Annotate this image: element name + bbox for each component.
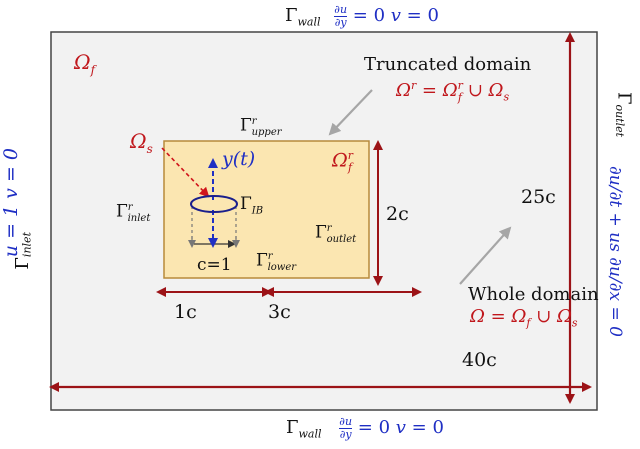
immersed-body [190, 195, 238, 213]
dim-1c-label: 1c [174, 301, 197, 323]
dim-2c-label: 2c [386, 203, 409, 225]
truncated-eq: Ωr = Ωrf ∪ Ωs [396, 79, 510, 104]
gamma-lower-label: Γrlower [256, 250, 297, 274]
whole-pointer-arrow [459, 226, 512, 285]
omega-f-label: Ωf [74, 50, 96, 77]
truncated-pointer-arrow [328, 89, 373, 136]
chord-label: c=1 [197, 255, 232, 275]
gamma-upper-label: Γrupper [240, 115, 282, 139]
bottom-wall-label: Γwall ∂u∂y = 0 v = 0 [286, 415, 444, 441]
gamma-inlet-r-label: Γrinlet [116, 201, 151, 225]
omega-rf-label: Ωrf [332, 149, 354, 175]
whole-title: Whole domain [468, 284, 599, 305]
gamma-ib-label: ΓIB [240, 194, 264, 217]
inlet-label: Γinlet [12, 232, 34, 270]
whole-eq: Ω = Ωf ∪ Ωs [470, 306, 578, 330]
omega-s-label: Ωs [130, 129, 153, 156]
dim-3c-label: 3c [268, 301, 291, 323]
dim-40c-label: 40c [462, 349, 497, 371]
outlet-bc-label: ∂u/∂t + us ∂u/∂x = 0 [605, 166, 625, 337]
top-wall-label: Γwall ∂u∂y = 0 v = 0 [285, 3, 439, 29]
heave-label: y(t) [222, 148, 256, 170]
dim-25c-label: 25c [521, 186, 556, 208]
truncated-title: Truncated domain [364, 54, 532, 75]
gamma-outlet-r-label: Γroutlet [315, 222, 357, 246]
outlet-label: Γoutlet [613, 92, 635, 138]
